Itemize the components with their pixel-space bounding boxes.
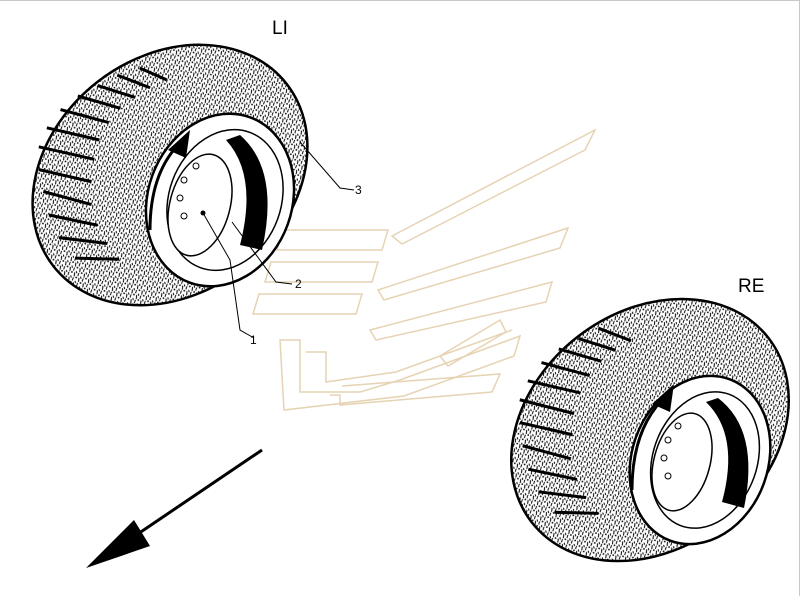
direction-arrow — [86, 448, 263, 568]
callout-rim-number: 1 — [250, 333, 257, 347]
right-wheel — [510, 297, 790, 563]
right-hub — [651, 412, 713, 512]
right-rim-shadow — [706, 398, 749, 508]
left-wheel — [31, 43, 309, 307]
left-rim — [144, 112, 296, 288]
callout-disc-number: 2 — [295, 277, 302, 291]
left-rim-shadow — [226, 135, 268, 250]
right-wheel-label: RE — [738, 276, 764, 297]
right-rim — [628, 374, 772, 546]
left-wheel-label: LI — [272, 18, 288, 39]
right-rotation-arrow — [630, 384, 674, 491]
watermark-logo — [251, 128, 597, 411]
left-rotation-arrow — [148, 130, 190, 231]
callout-leaders — [202, 141, 355, 339]
left-hub — [167, 153, 233, 257]
callout-tire-number: 3 — [355, 183, 362, 197]
